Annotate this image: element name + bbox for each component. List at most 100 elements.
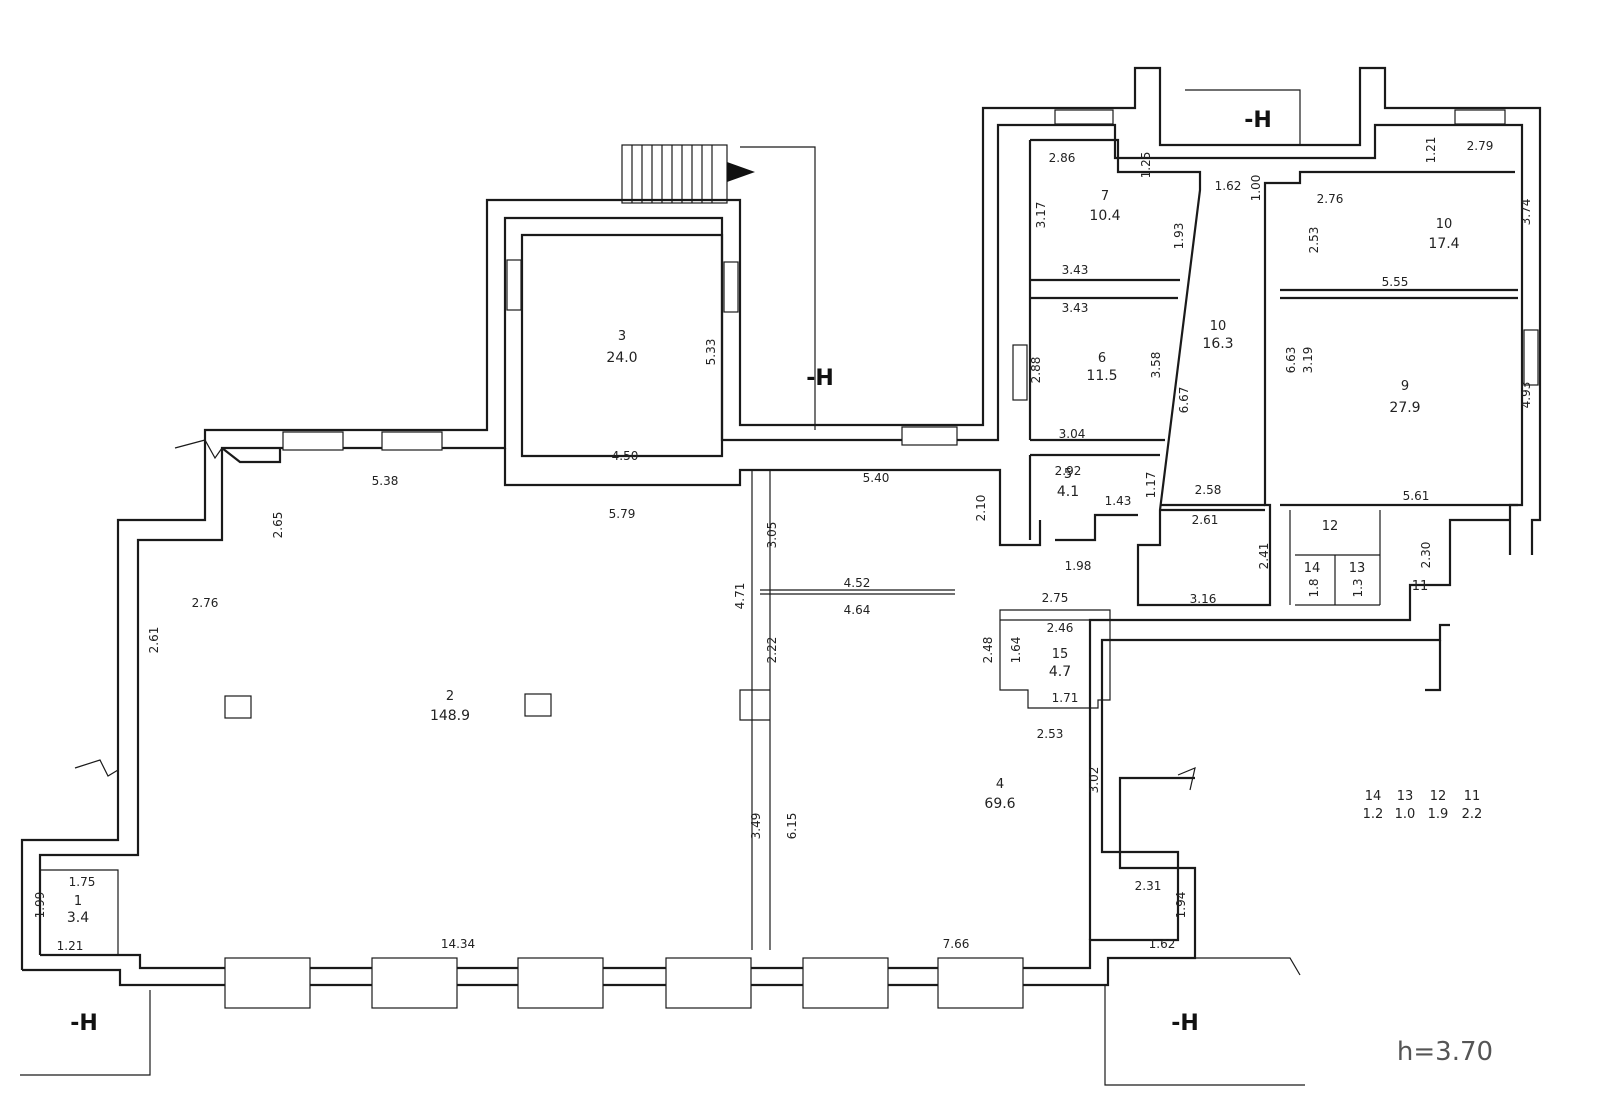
section-line xyxy=(740,146,816,430)
dimension: 4.50 xyxy=(612,449,639,463)
east-rooms-divider xyxy=(1160,288,1518,512)
dimension: 5.61 xyxy=(1403,489,1430,503)
wc-partitions xyxy=(1289,510,1381,606)
dimension: 2.65 xyxy=(271,512,285,539)
room-area: 24.0 xyxy=(606,350,637,366)
dimension: 1.21 xyxy=(57,939,84,953)
room1-walls xyxy=(40,869,119,955)
column xyxy=(224,695,252,719)
legend-number: 13 xyxy=(1397,789,1414,804)
window xyxy=(282,431,344,451)
dimension: 2.61 xyxy=(147,627,161,654)
bottom-wall xyxy=(22,776,1197,987)
room-area: 3.4 xyxy=(67,910,89,926)
dimension: 1.62 xyxy=(1215,179,1242,193)
legend-area: 2.2 xyxy=(1462,807,1483,822)
room-number: 3 xyxy=(618,329,626,344)
window xyxy=(1523,329,1539,386)
dimension: 3.58 xyxy=(1149,352,1163,379)
wc-legend: 14 1.2 13 1.0 12 1.9 11 2.2 xyxy=(1363,789,1483,822)
window xyxy=(937,957,1024,1009)
room-number: 11 xyxy=(1412,579,1429,594)
room-area: 11.5 xyxy=(1086,368,1117,384)
break-line xyxy=(1177,767,1196,791)
dimension: 2.41 xyxy=(1257,543,1271,570)
window xyxy=(723,261,739,313)
dimension: 2.30 xyxy=(1419,542,1433,569)
window xyxy=(371,957,458,1009)
dimension: 2.86 xyxy=(1049,151,1076,165)
window xyxy=(506,259,522,311)
dimension: 1.3 xyxy=(1351,578,1365,597)
legend-area: 1.0 xyxy=(1395,807,1416,822)
dimension: 3.43 xyxy=(1062,301,1089,315)
hall-divider xyxy=(739,470,771,950)
legend-number: 12 xyxy=(1430,789,1447,804)
room-number: 1 xyxy=(74,894,82,909)
dimension: 3.02 xyxy=(1087,767,1101,794)
room15-walls xyxy=(999,609,1111,709)
dimension: 1.62 xyxy=(1149,937,1176,951)
dimension: 3.49 xyxy=(749,813,763,840)
room-area: 10.4 xyxy=(1089,208,1120,224)
dimension: 2.53 xyxy=(1037,727,1064,741)
room-area: 4.7 xyxy=(1049,664,1071,680)
room-number: 10 xyxy=(1210,319,1227,334)
room-area: 4.1 xyxy=(1057,484,1079,500)
window xyxy=(1054,109,1114,125)
room-number: 13 xyxy=(1349,561,1366,576)
column xyxy=(524,693,552,717)
room-number: 5 xyxy=(1064,467,1072,482)
legend-number: 11 xyxy=(1464,789,1481,804)
legend-number: 14 xyxy=(1365,789,1382,804)
room-number: 7 xyxy=(1101,189,1109,204)
room-area: 69.6 xyxy=(984,796,1015,812)
dimension: 1.8 xyxy=(1307,578,1321,597)
columns xyxy=(224,693,552,719)
dimension: 6.15 xyxy=(785,813,799,840)
dimension: 1.17 xyxy=(1144,472,1158,499)
dimension: 3.74 xyxy=(1519,199,1533,226)
section-line xyxy=(20,990,151,1076)
dimension: 2.10 xyxy=(974,495,988,522)
dimension: 2.76 xyxy=(192,596,219,610)
dimension: 2.92 xyxy=(1055,464,1082,478)
dimension: 5.38 xyxy=(372,474,399,488)
legend-area: 1.9 xyxy=(1428,807,1449,822)
bottom-wall-inner xyxy=(40,623,1450,970)
window xyxy=(517,957,604,1009)
dimension: 1.71 xyxy=(1052,691,1079,705)
section-lines xyxy=(20,89,1305,1086)
east-block-partitions xyxy=(1028,138,1515,607)
dimension: 1.99 xyxy=(33,892,47,919)
window xyxy=(665,957,752,1009)
dimension: 1.93 xyxy=(1172,223,1186,250)
window xyxy=(381,431,443,451)
room-area: 17.4 xyxy=(1428,236,1459,252)
hall-top-partition xyxy=(221,447,1042,547)
room-number: 10 xyxy=(1436,217,1453,232)
section-line xyxy=(1185,89,1301,145)
dimension: 3.04 xyxy=(1059,427,1086,441)
dimension: 1.43 xyxy=(1105,494,1132,508)
room-number: 2 xyxy=(446,689,454,704)
dimension: 1.98 xyxy=(1065,559,1092,573)
break-line xyxy=(1195,957,1301,976)
window xyxy=(224,957,311,1009)
hall-counter xyxy=(760,589,955,595)
dimension: 2.48 xyxy=(981,637,995,664)
room-number: 14 xyxy=(1304,561,1321,576)
outer-wall-outline xyxy=(20,66,1542,970)
break-line xyxy=(174,439,223,460)
dimension: 2.31 xyxy=(1135,879,1162,893)
dimension: 1.25 xyxy=(1139,152,1153,179)
room-area: 148.9 xyxy=(430,708,470,724)
section-mark: -H xyxy=(1171,1011,1199,1036)
room-number: 9 xyxy=(1401,379,1409,394)
stairs xyxy=(621,144,816,430)
dimension: 2.79 xyxy=(1467,139,1494,153)
inner-wall-outline xyxy=(38,123,1524,955)
room-area: 27.9 xyxy=(1389,400,1420,416)
dimension-labels: 1.75 1.99 1.21 14.34 7.66 1.62 2.31 1.94… xyxy=(33,137,1533,953)
ceiling-height-note: h=3.70 xyxy=(1397,1037,1493,1067)
